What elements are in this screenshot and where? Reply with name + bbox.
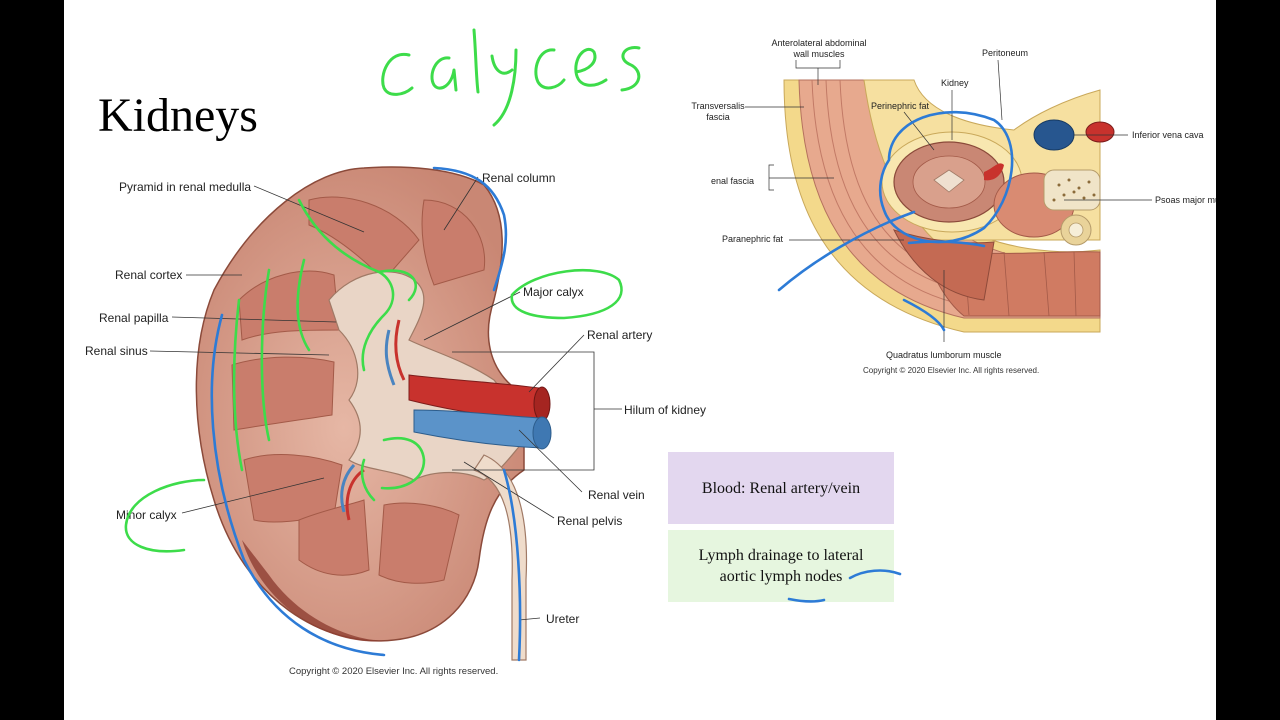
label-ureter: Ureter [546,612,580,626]
label-kidney: Kidney [941,78,969,88]
ivc [1033,119,1075,151]
label-renal-fascia: enal fascia [711,176,755,186]
lymph-note: Lymph drainage to lateral aortic lymph n… [668,530,894,602]
label-hilum: Hilum of kidney [624,403,707,417]
slide-title: Kidneys [98,89,258,142]
label-pyramid: Pyramid in renal medulla [119,180,252,194]
label-abdominal-muscles: Anterolateral abdominal wall muscles [771,38,867,59]
label-quadratus-lumborum: Quadratus lumborum muscle [886,350,1002,360]
label-peritoneum: Peritoneum [982,48,1029,58]
label-renal-cortex: Renal cortex [115,268,183,282]
blood-note-text: Blood: Renal artery/vein [701,479,861,497]
label-inferior-vena-cava: Inferior vena cava [1132,130,1204,140]
label-renal-papilla: Renal papilla [99,311,169,325]
pyramid [378,502,460,584]
label-paranephric-fat: Paranephric fat [722,234,784,244]
label-transversalis-fascia: Transversalis fascia [691,101,745,122]
lymph-note-text: Lymph drainage to lateral aortic lymph n… [698,547,864,585]
label-psoas-major: Psoas major muscle [1155,195,1216,205]
label-perinephric-fat: Perinephric fat [871,101,930,111]
slide: Kidneys [64,0,1216,720]
label-renal-pelvis: Renal pelvis [557,514,623,528]
label-renal-artery: Renal artery [587,328,653,342]
cross-section-illustration [745,59,1152,342]
copyright-kidney: Copyright © 2020 Elsevier Inc. All right… [289,666,499,677]
label-renal-vein: Renal vein [588,488,645,502]
label-renal-sinus: Renal sinus [85,344,148,358]
blood-note: Blood: Renal artery/vein [668,452,894,524]
copyright-cross-section: Copyright © 2020 Elsevier Inc. All right… [863,366,1040,375]
